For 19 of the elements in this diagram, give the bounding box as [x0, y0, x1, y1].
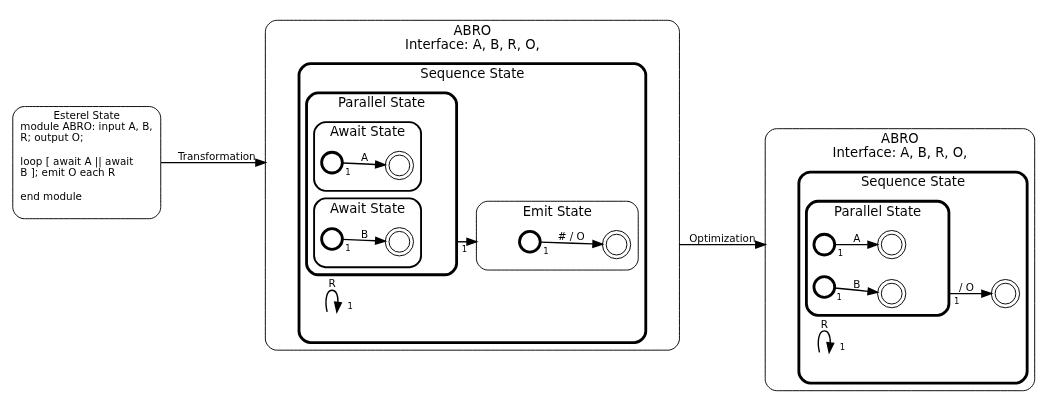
edge-label: R — [328, 276, 336, 289]
node-label: 1 — [543, 245, 549, 256]
node-label: 1 — [836, 291, 842, 302]
node-label: 1 — [837, 247, 844, 258]
node-label: 1 — [347, 300, 353, 311]
edge-label: B — [853, 277, 861, 290]
edge-label: Optimization — [689, 231, 756, 244]
edge-label: R — [820, 317, 828, 330]
edge-label: # / O — [557, 229, 585, 242]
edge-label: B — [360, 227, 369, 240]
node-label: 1 — [461, 243, 468, 254]
edge-label: A — [360, 150, 369, 163]
node-label: 1 — [345, 166, 351, 177]
edge-label: A — [853, 231, 861, 244]
edge-label: / O — [958, 280, 974, 293]
node-label: 1 — [839, 341, 846, 352]
node-label: 1 — [345, 242, 351, 253]
node-label: 1 — [954, 295, 960, 306]
edge-label: Transformation — [177, 149, 256, 162]
